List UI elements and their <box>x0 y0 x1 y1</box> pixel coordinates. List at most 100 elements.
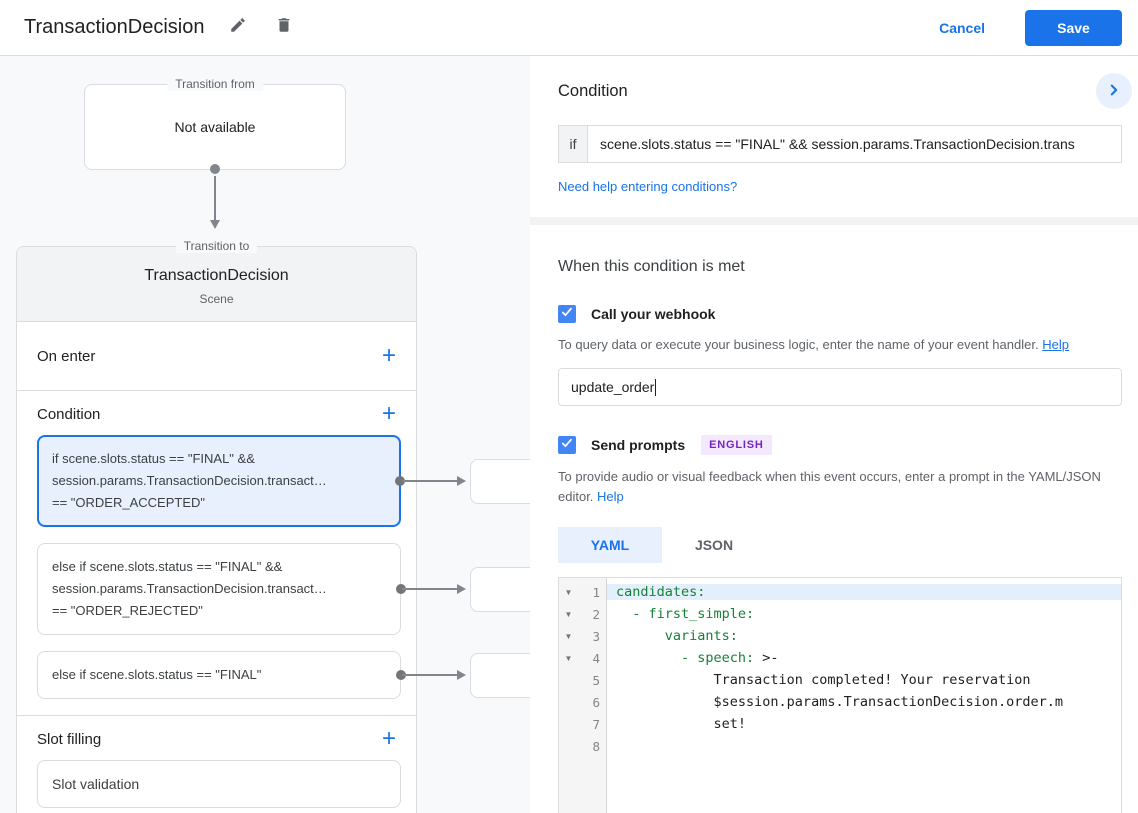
line-number: 7 <box>592 716 600 732</box>
condition-card[interactable]: if scene.slots.status == "FINAL" &&sessi… <box>37 435 405 527</box>
send-prompts-label: Send prompts <box>591 437 686 453</box>
collapse-panel-button[interactable] <box>1096 73 1132 109</box>
slot-validation-label: Slot validation <box>52 776 140 792</box>
yaml-key-text: - speech: <box>616 650 755 666</box>
fold-arrow-icon[interactable]: ▼ <box>564 609 573 619</box>
when-condition-title: When this condition is met <box>558 258 745 275</box>
tab-json[interactable]: JSON <box>694 537 734 553</box>
condition-section-label: Condition <box>37 405 101 423</box>
text-cursor <box>655 378 657 396</box>
pencil-icon <box>229 16 247 39</box>
yaml-key-text: candidates: <box>616 584 706 600</box>
editor-line-gutter: ▼3 <box>559 629 607 644</box>
editor-line[interactable]: ▼ 2 - first_simple: <box>559 603 1121 625</box>
transition-target-box[interactable] <box>470 566 530 612</box>
connector-line <box>402 588 460 590</box>
send-prompts-checkbox[interactable] <box>558 436 576 454</box>
yaml-key-text: variants: <box>616 628 738 644</box>
delete-button[interactable] <box>272 16 296 40</box>
yaml-plain-text: $session.params.TransactionDecision.orde… <box>616 694 1064 710</box>
page-title: TransactionDecision <box>24 16 205 38</box>
fold-arrow-icon[interactable]: ▼ <box>564 653 573 663</box>
call-webhook-label: Call your webhook <box>591 306 716 322</box>
call-webhook-checkbox[interactable] <box>558 305 576 323</box>
editor-line-code: Transaction completed! Your reservation <box>607 672 1121 688</box>
condition-card[interactable]: else if scene.slots.status == "FINAL" <box>37 651 406 699</box>
trash-icon <box>275 16 293 39</box>
slot-filling-label: Slot filling <box>37 730 102 748</box>
if-prefix: if <box>558 125 588 163</box>
yaml-key-text: - first_simple: <box>616 606 755 622</box>
cancel-button[interactable]: Cancel <box>939 19 985 36</box>
editor-line[interactable]: 5 Transaction completed! Your reservatio… <box>559 669 1121 691</box>
transition-target-box[interactable] <box>470 458 530 504</box>
connector-line <box>214 176 216 220</box>
condition-card-text: else if scene.slots.status == "FINAL" && <box>52 559 283 574</box>
chevron-right-icon <box>1107 83 1121 100</box>
save-button[interactable]: Save <box>1025 9 1122 46</box>
connector-dot[interactable] <box>395 476 405 486</box>
editor-line-code: - speech: >- <box>607 650 1121 666</box>
connector-arrowhead-icon <box>210 220 220 229</box>
language-badge: ENGLISH <box>701 435 772 455</box>
webhook-description: To query data or execute your business l… <box>558 335 1114 355</box>
connector-arrowhead-icon <box>457 584 466 594</box>
scene-diagram-panel: Transition from Not available Transition… <box>0 56 530 813</box>
editor-line-gutter: 8 <box>559 739 607 754</box>
editor-format-tabs: YAML JSON <box>558 527 1122 563</box>
editor-line-gutter: ▼1 <box>559 585 607 600</box>
edit-button[interactable] <box>226 16 250 40</box>
section-divider <box>530 217 1138 225</box>
add-slot-button[interactable]: + <box>381 725 396 752</box>
condition-editor-panel: Condition if scene.slots.status == "FINA… <box>530 56 1138 813</box>
condition-panel-title: Condition <box>558 82 628 100</box>
editor-line[interactable]: 6 $session.params.TransactionDecision.or… <box>559 691 1121 713</box>
connector-dot[interactable] <box>396 584 406 594</box>
transition-from-label: Transition from <box>167 77 263 91</box>
line-number: 3 <box>592 628 600 644</box>
add-condition-button[interactable]: + <box>381 400 396 427</box>
transition-from-box[interactable]: Transition from Not available <box>84 77 346 174</box>
transition-to-label: Transition to <box>175 239 258 253</box>
editor-line-code: $session.params.TransactionDecision.orde… <box>607 694 1121 710</box>
slot-validation-card[interactable]: Slot validation <box>37 760 401 808</box>
connector-line <box>402 674 460 676</box>
add-on-enter-button[interactable]: + <box>381 342 396 369</box>
webhook-help-link[interactable]: Help <box>1042 337 1069 352</box>
scene-header[interactable]: TransactionDecision Scene <box>17 247 416 321</box>
editor-line-code: candidates: <box>607 584 1121 600</box>
condition-help-link[interactable]: Need help entering conditions? <box>558 179 738 194</box>
yaml-plain-text: set! <box>616 716 747 732</box>
line-number: 2 <box>592 606 600 622</box>
line-number: 8 <box>592 738 600 754</box>
condition-section: Condition + if scene.slots.status == "FI… <box>17 390 416 699</box>
editor-line[interactable]: 7 set! <box>559 713 1121 735</box>
editor-line-code: variants: <box>607 628 1121 644</box>
editor-line-code: set! <box>607 716 1121 732</box>
condition-card-text: session.params.TransactionDecision.trans… <box>52 581 327 596</box>
editor-line[interactable]: ▼3 variants: <box>559 625 1121 647</box>
line-number: 4 <box>592 650 600 666</box>
tab-yaml[interactable]: YAML <box>558 527 662 563</box>
editor-line[interactable]: 8 <box>559 735 1121 757</box>
editor-line-gutter: 7 <box>559 717 607 732</box>
event-handler-input[interactable]: update_order <box>558 368 1122 406</box>
scene-name: TransactionDecision <box>144 267 289 284</box>
transition-target-box[interactable] <box>470 652 530 698</box>
fold-arrow-icon[interactable]: ▼ <box>564 587 573 597</box>
condition-card[interactable]: else if scene.slots.status == "FINAL" &&… <box>37 543 406 635</box>
prompts-help-link[interactable]: Help <box>597 489 624 504</box>
condition-card-text: == "ORDER_REJECTED" <box>52 603 203 618</box>
editor-line-gutter: 5 <box>559 673 607 688</box>
editor-gutter <box>559 578 607 813</box>
prompts-description: To provide audio or visual feedback when… <box>558 467 1114 507</box>
line-number: 1 <box>592 584 600 600</box>
fold-arrow-icon[interactable]: ▼ <box>564 631 573 641</box>
connector-dot[interactable] <box>396 670 406 680</box>
condition-expression-input[interactable]: scene.slots.status == "FINAL" && session… <box>587 125 1122 163</box>
scene-type-label: Scene <box>199 292 234 306</box>
editor-line-gutter: 6 <box>559 695 607 710</box>
editor-line[interactable]: ▼ 4 - speech: >- <box>559 647 1121 669</box>
